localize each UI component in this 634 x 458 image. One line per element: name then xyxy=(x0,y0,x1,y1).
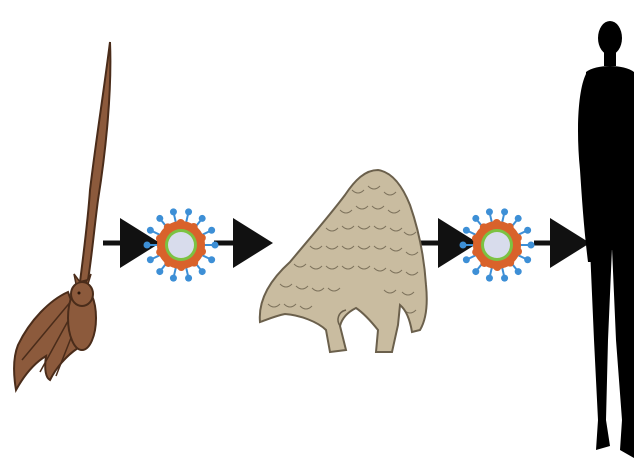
virus-ring-bump xyxy=(506,223,514,231)
virus-ring-bump xyxy=(177,263,185,271)
virus-spike-tip xyxy=(170,208,177,215)
virus-spike-tip xyxy=(501,275,508,282)
bat-icon xyxy=(14,42,110,390)
virus-spike-tip xyxy=(486,275,493,282)
virus-spike-tip xyxy=(147,227,154,234)
virus-icon xyxy=(460,208,535,281)
virus-ring-bump xyxy=(198,248,206,256)
virus-spike-tip xyxy=(185,208,192,215)
virus-ring-bump xyxy=(480,259,488,267)
virus-ring-bump xyxy=(493,263,501,271)
virus-spike-tip xyxy=(515,215,522,222)
virus-spike-tip xyxy=(147,256,154,263)
virus-ring-bump xyxy=(514,248,522,256)
virus-spike-tip xyxy=(486,208,493,215)
virus-ring-bump xyxy=(472,248,480,256)
virus-ring-bump xyxy=(190,223,198,231)
virus-spike-tip xyxy=(524,227,531,234)
human-silhouette-icon xyxy=(578,21,634,458)
virus-ring-bump xyxy=(177,219,185,227)
pangolin-icon xyxy=(260,170,427,352)
virus-spike-tip xyxy=(208,256,215,263)
virus-spike-tip xyxy=(199,215,206,222)
virus-ring-bump xyxy=(493,219,501,227)
virus-spike-tip xyxy=(463,227,470,234)
virus-spike-tip xyxy=(185,275,192,282)
virus-ring-bump xyxy=(164,259,172,267)
virus-ring-bump xyxy=(190,259,198,267)
virus-ring-bump xyxy=(480,223,488,231)
virus-ring-bump xyxy=(472,234,480,242)
virus-core xyxy=(484,232,510,258)
virus-ring-bump xyxy=(156,248,164,256)
virus-spike-tip xyxy=(463,256,470,263)
virus-spike-tip xyxy=(515,268,522,275)
virus-spike-tip xyxy=(460,242,467,249)
virus-spike-tip xyxy=(472,268,479,275)
virus-ring-bump xyxy=(198,234,206,242)
virus-ring-bump xyxy=(156,234,164,242)
virus-spike-tip xyxy=(524,256,531,263)
virus-spike-tip xyxy=(472,215,479,222)
virus-spike-tip xyxy=(501,208,508,215)
virus-spike-tip xyxy=(208,227,215,234)
virus-spike-tip xyxy=(212,242,219,249)
virus-spike-tip xyxy=(156,215,163,222)
virus-ring-bump xyxy=(506,259,514,267)
virus-ring-bump xyxy=(164,223,172,231)
virus-spike-tip xyxy=(199,268,206,275)
virus-core xyxy=(168,232,194,258)
virus-ring-bump xyxy=(514,234,522,242)
virus-spike-tip xyxy=(528,242,535,249)
virus-spike-tip xyxy=(156,268,163,275)
virus-icon xyxy=(144,208,219,281)
virus-spike-tip xyxy=(170,275,177,282)
virus-spike-tip xyxy=(144,242,151,249)
